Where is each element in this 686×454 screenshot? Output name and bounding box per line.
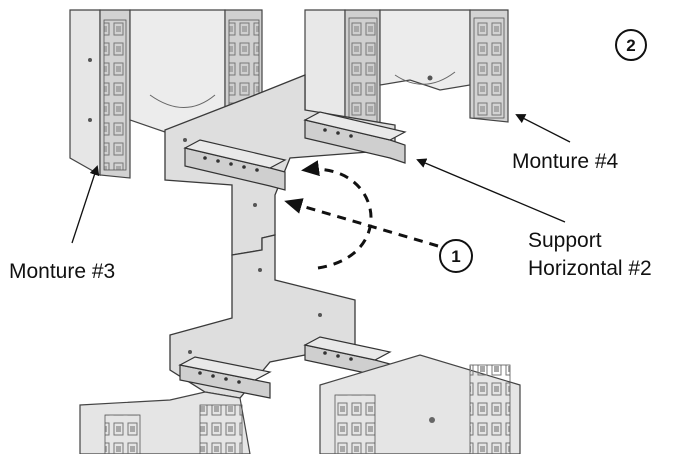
label-support-line-2: Horizontal #2	[528, 257, 652, 280]
callout-badge: 1	[439, 239, 473, 273]
label-monture-3: Monture #3	[9, 260, 115, 283]
bottom-left-organizer	[79, 391, 251, 454]
step-badge: 2	[615, 29, 647, 61]
label-support-line-1: Support	[528, 229, 602, 252]
dashed-straight-arrow	[284, 198, 439, 248]
support-horizontal-upper-right-bracket	[303, 111, 407, 164]
lower-left-bracket	[178, 356, 272, 399]
label-monture-4: Monture #4	[512, 150, 619, 173]
leader-line-support	[416, 158, 566, 223]
leader-line-monture-3	[71, 165, 100, 244]
support-horizontal-2-bracket	[183, 139, 287, 191]
bottom-right-organizer	[319, 354, 521, 454]
dashed-curved-arrow	[301, 160, 373, 270]
monture-4-illustration	[304, 9, 509, 131]
leader-line-monture-4	[515, 114, 571, 143]
callout-badge-number: 1	[451, 247, 460, 266]
step-badge-number: 2	[626, 36, 635, 55]
